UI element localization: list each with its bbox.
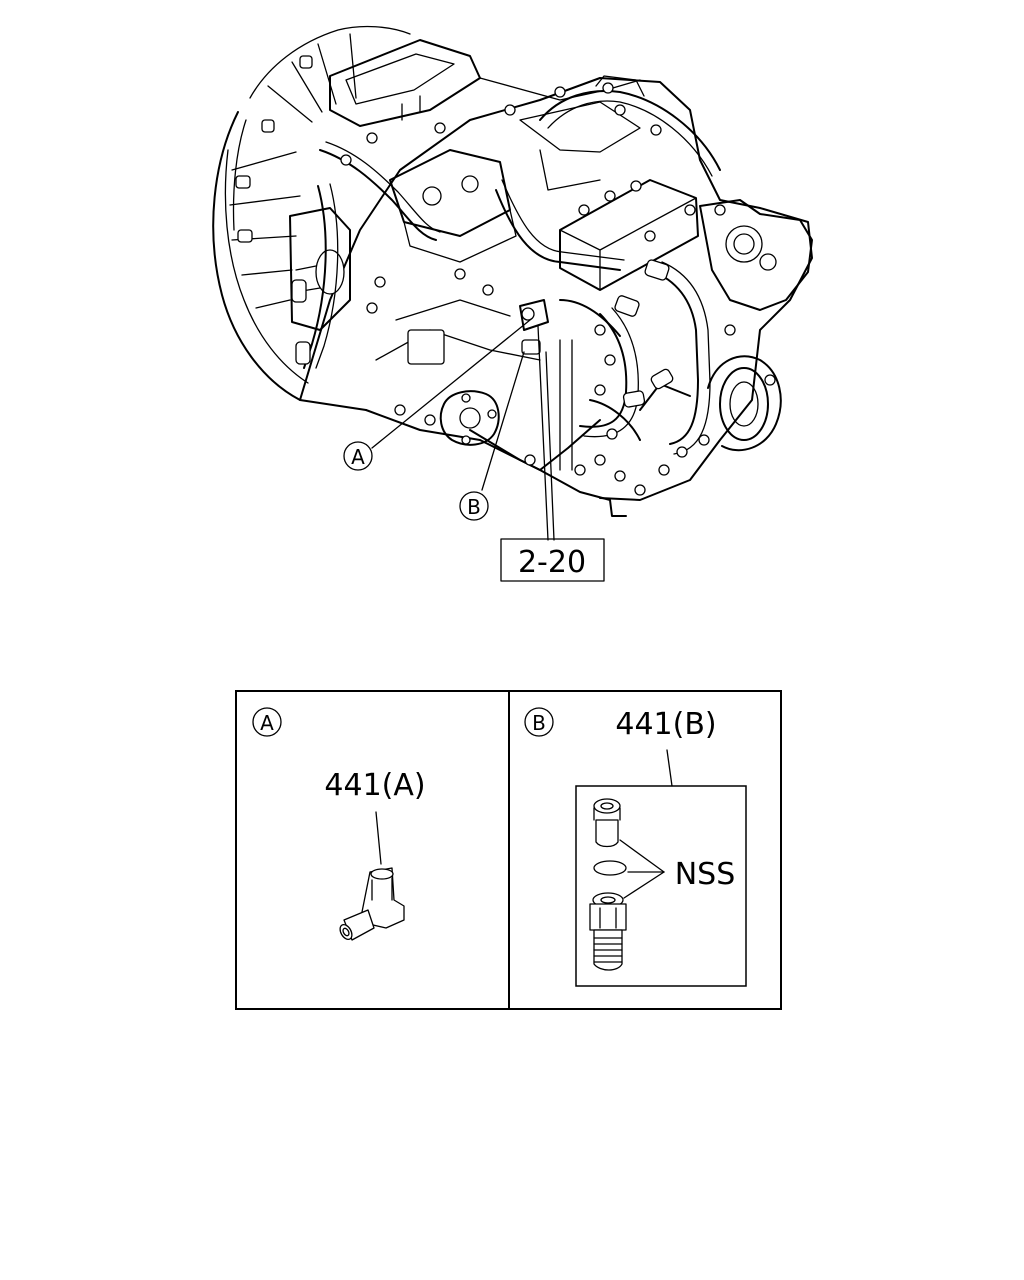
nut-part bbox=[593, 798, 621, 848]
part-441b-label: 441(B) bbox=[615, 707, 716, 742]
callout-a: A bbox=[343, 441, 373, 471]
connector-part bbox=[589, 892, 627, 971]
bolt-heads bbox=[340, 82, 776, 496]
o-ring-part bbox=[593, 860, 627, 876]
part-441a-label: 441(A) bbox=[324, 768, 425, 803]
detail-b-panel: B 441(B) NSS bbox=[524, 707, 747, 987]
detail-b-label: B bbox=[532, 711, 546, 735]
svg-text:A: A bbox=[351, 445, 365, 469]
leader-lines bbox=[371, 319, 555, 541]
reference-label: 2-20 bbox=[518, 545, 586, 580]
detail-panels bbox=[235, 690, 782, 1010]
svg-text:B: B bbox=[467, 495, 481, 519]
detail-a-panel: A 441(A) bbox=[252, 707, 426, 941]
transmission-assembly-drawing bbox=[212, 25, 813, 517]
detail-a-label: A bbox=[260, 711, 274, 735]
nss-label: NSS bbox=[675, 857, 736, 892]
callout-b: B bbox=[459, 491, 489, 521]
elbow-fitting-441a bbox=[339, 867, 405, 941]
reference-box: 2-20 bbox=[500, 538, 605, 582]
